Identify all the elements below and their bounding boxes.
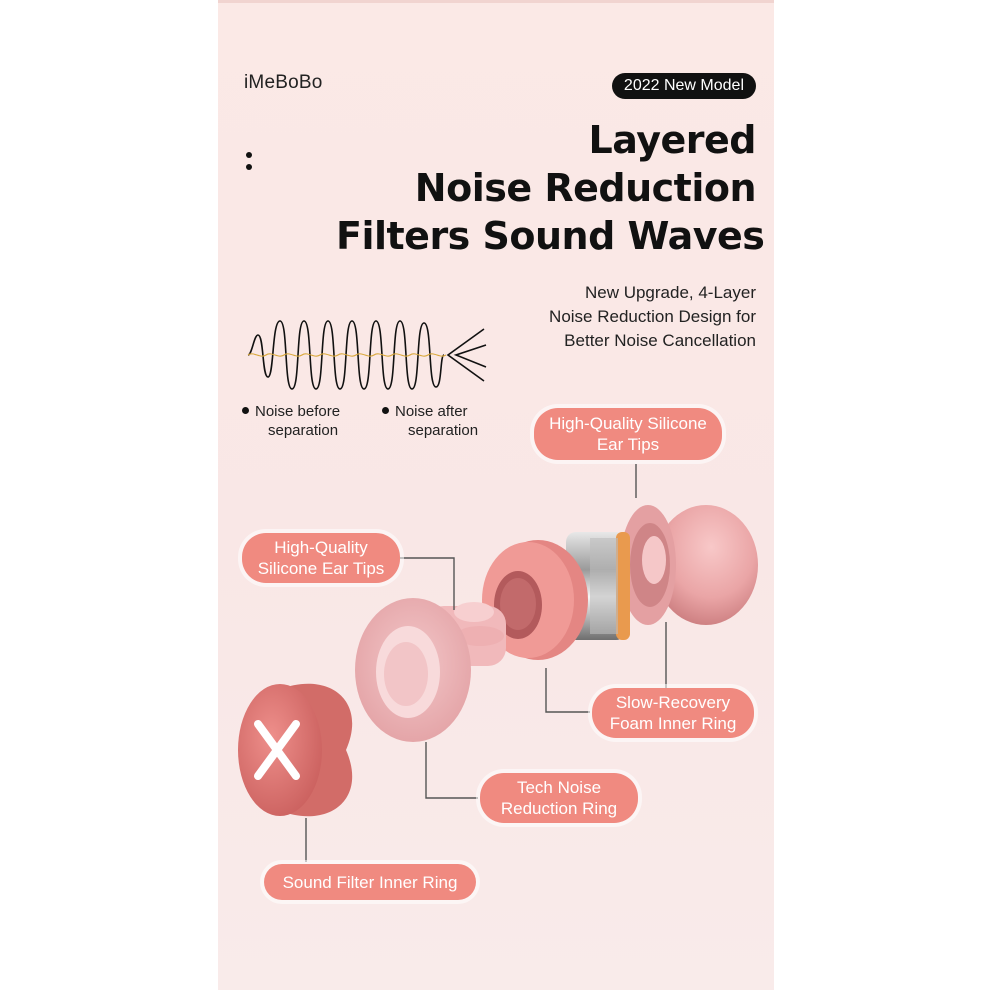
label-left-silicone-tips: High-Quality Silicone Ear Tips — [242, 533, 400, 583]
bullet-icon — [382, 407, 389, 414]
label-foam-ring-line-1: Slow-Recovery — [615, 693, 731, 712]
label-top-silicone-tips-line-1: High-Quality Silicone — [549, 414, 707, 433]
subheadline-line-3: Better Noise Cancellation — [564, 331, 756, 350]
brand-name: iMeBoBo — [244, 72, 323, 93]
sound-wave-icon — [247, 320, 487, 390]
headline: Layered Noise Reduction Filters Sound Wa… — [336, 116, 765, 260]
connector-foam — [545, 668, 590, 713]
subheadline-line-1: New Upgrade, 4-Layer — [584, 283, 756, 302]
model-badge: 2022 New Model — [611, 73, 756, 99]
label-sound-filter: Sound Filter Inner Ring — [264, 864, 476, 900]
legend-after: Noise after separation — [382, 402, 478, 440]
callout-connectors — [305, 464, 667, 862]
legend-after-line-2: separation — [408, 422, 479, 439]
sound-filter-cap — [238, 683, 353, 817]
wave-arrow — [446, 328, 487, 382]
legend-before-line-2: separation — [268, 422, 339, 439]
label-left-silicone-tips-line-2: Silicone Ear Tips — [257, 559, 385, 578]
legend-before-line-1: Noise before — [255, 403, 341, 420]
label-foam-ring: Slow-Recovery Foam Inner Ring — [592, 688, 754, 738]
label-top-silicone-tips-line-2: Ear Tips — [596, 435, 660, 454]
earplug-exploded-illustration — [238, 505, 758, 817]
foam-inner-ring — [482, 540, 588, 660]
subheadline: New Upgrade, 4-Layer Noise Reduction Des… — [456, 281, 756, 353]
tech-noise-ring — [355, 598, 506, 742]
label-tech-ring: Tech Noise Reduction Ring — [480, 773, 638, 823]
colon-dots-icon — [246, 152, 252, 172]
label-top-silicone-tips: High-Quality Silicone Ear Tips — [534, 408, 722, 460]
label-foam-ring-line-2: Foam Inner Ring — [609, 714, 737, 733]
label-tech-ring-line-1: Tech Noise — [516, 778, 602, 797]
label-left-silicone-tips-line-1: High-Quality — [274, 538, 368, 557]
headline-line-2: Noise Reduction — [414, 166, 757, 210]
wave-before — [247, 320, 445, 390]
wave-after — [247, 353, 447, 357]
connector-tech — [425, 742, 478, 799]
bullet-icon — [242, 407, 249, 414]
top-divider — [218, 0, 774, 3]
label-tech-ring-line-2: Reduction Ring — [500, 799, 618, 818]
legend-before: Noise before separation — [242, 402, 340, 440]
subheadline-line-2: Noise Reduction Design for — [549, 307, 756, 326]
legend-after-line-1: Noise after — [395, 403, 468, 420]
headline-line-1: Layered — [588, 118, 757, 162]
headline-line-3: Filters Sound Waves — [336, 214, 765, 258]
connector-left-tip — [400, 557, 455, 610]
silicone-ear-tip-large — [620, 505, 758, 625]
product-panel: iMeBoBo 2022 New Model Layered Noise Red… — [218, 0, 774, 990]
